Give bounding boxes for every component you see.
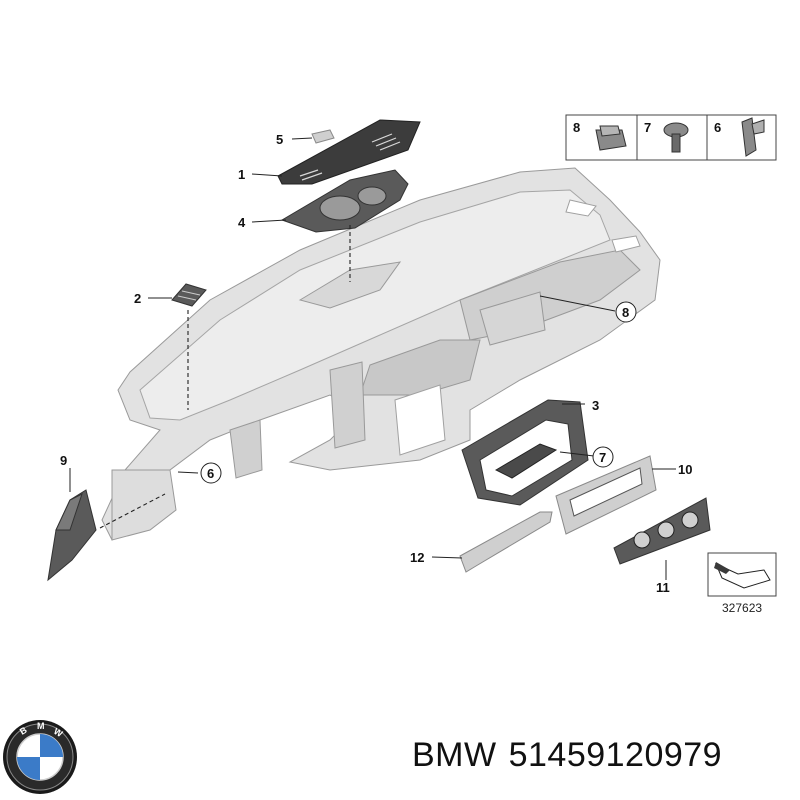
part-number-caption: BMW 51459120979	[412, 736, 734, 775]
callout-4: 4	[238, 215, 246, 230]
legend-item-6-label: 6	[714, 120, 721, 135]
svg-text:6: 6	[207, 466, 214, 481]
callout-12: 12	[410, 550, 424, 565]
callout-circle-6: 6	[200, 462, 222, 484]
svg-text:7: 7	[599, 450, 606, 465]
dashboard-carrier	[101, 167, 661, 541]
reference-icon-box	[707, 552, 777, 597]
bmw-logo: B M W	[3, 720, 77, 794]
part-3-center-frame	[461, 399, 589, 506]
fastener-legend-box: 8 7 6	[565, 114, 777, 161]
callout-1: 1	[238, 167, 245, 182]
clip-nut-icon	[595, 125, 627, 151]
callout-circle-7: 7	[592, 446, 614, 468]
part-number: 51459120979	[508, 736, 723, 774]
callout-10: 10	[678, 462, 692, 477]
svg-text:M: M	[37, 721, 45, 731]
legend-item-7-label: 7	[644, 120, 651, 135]
legend-item-8-label: 8	[573, 120, 580, 135]
callout-circle-8: 8	[615, 301, 637, 323]
part-2-vent-grille	[171, 283, 207, 307]
spring-clip-icon	[741, 117, 765, 157]
part-5-clip	[311, 129, 335, 144]
assembly-lines	[99, 225, 351, 529]
callout-5: 5	[276, 132, 283, 147]
part-12-support-bracket	[459, 511, 553, 573]
part-11-control-panel	[613, 497, 711, 565]
callout-11: 11	[656, 580, 670, 595]
leader-lines	[69, 137, 676, 580]
part-10-trim-panel	[555, 455, 657, 535]
brand-name: BMW	[412, 736, 497, 774]
callout-3: 3	[592, 398, 599, 413]
reference-number: 327623	[722, 601, 762, 615]
svg-text:8: 8	[622, 305, 629, 320]
part-1-upper-cover	[277, 119, 421, 185]
callout-2: 2	[134, 291, 141, 306]
screw-icon	[663, 122, 689, 153]
part-4-instrument-bracket	[280, 169, 409, 233]
part-9-side-panel	[47, 489, 97, 582]
callout-9: 9	[60, 453, 67, 468]
svg-text:B: B	[18, 725, 29, 737]
